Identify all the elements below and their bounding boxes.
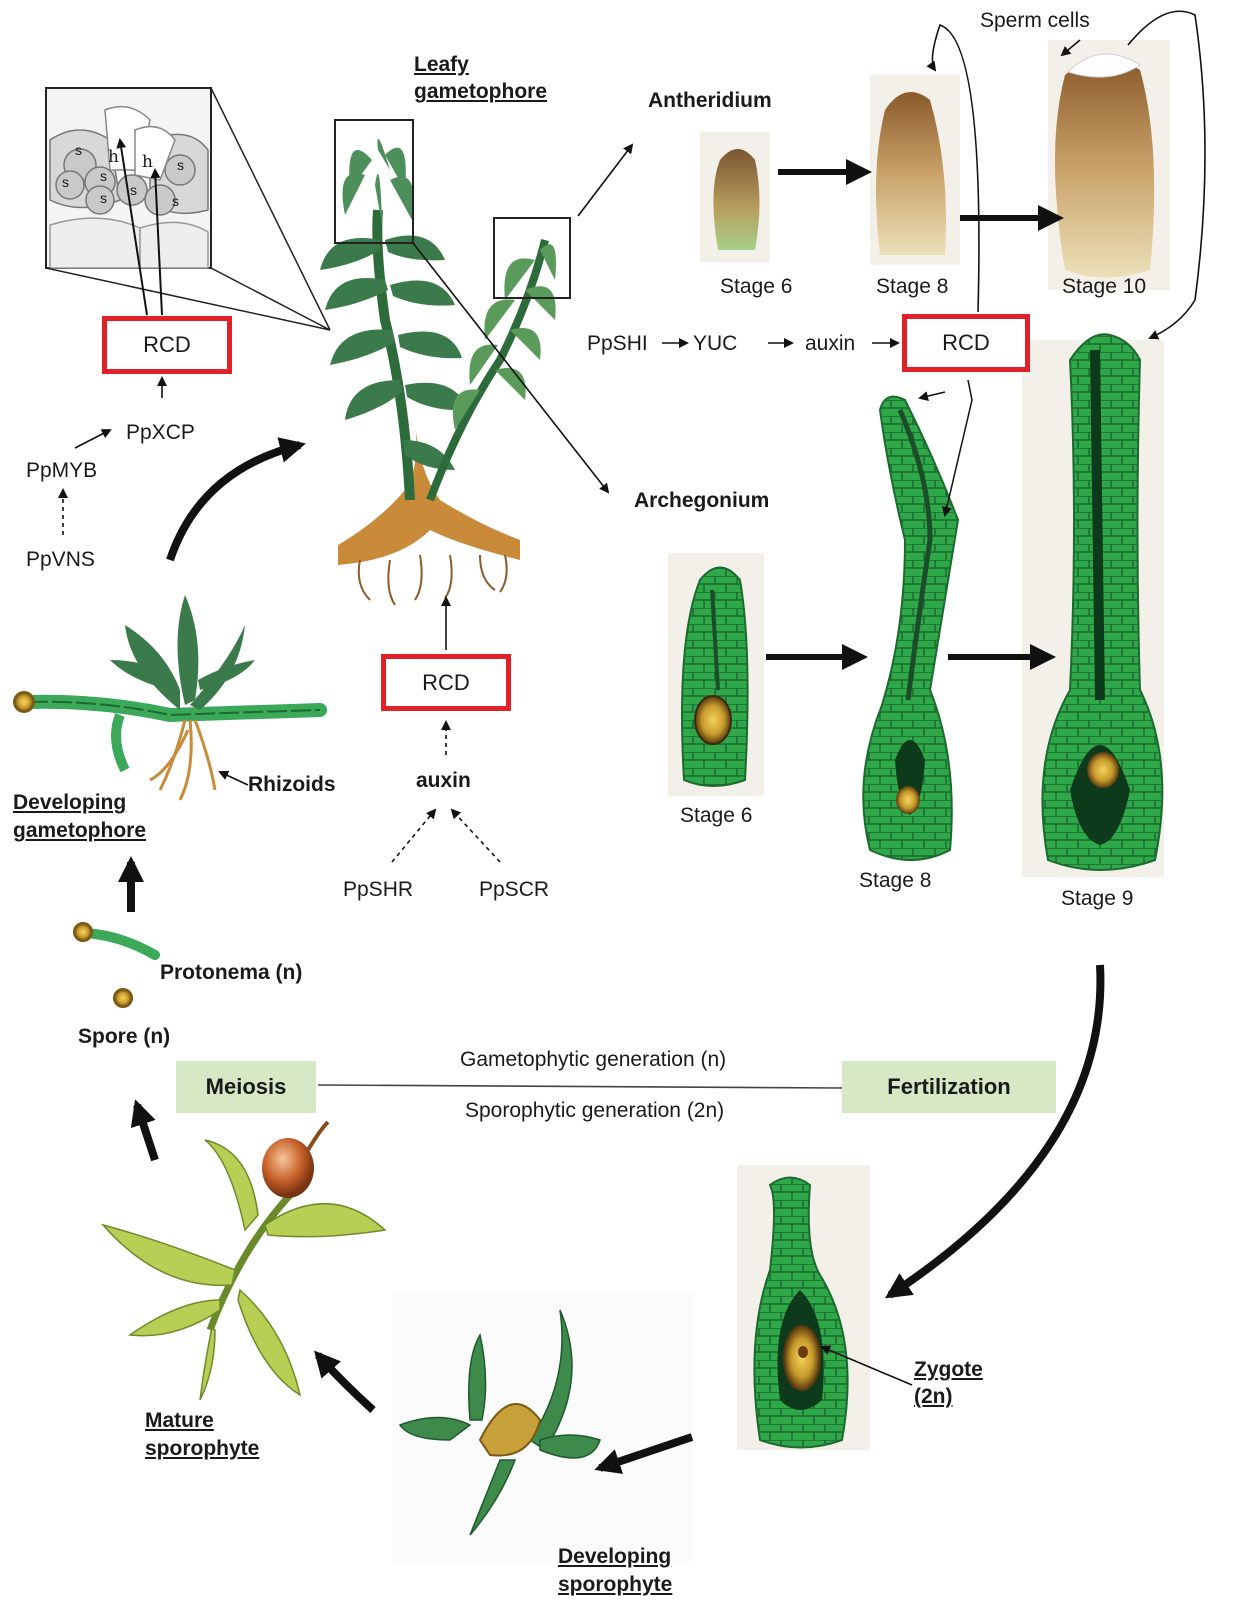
spore-label: Spore (n) [78,1024,170,1050]
antheridium-stage-8: Stage 8 [876,274,948,300]
leafy-gametophore-drawing [320,120,570,605]
antheridium-stage-6: Stage 6 [720,274,792,300]
ppvns-label: PpVNS [26,547,95,573]
developing-gametophore-label-1: Developing [13,790,126,816]
yuc-label: YUC [693,331,737,357]
ppscr-label: PpSCR [479,877,549,903]
mature-sporophyte-drawing [103,1122,385,1400]
ppshr-label: PpSHR [343,877,413,903]
zygote-label-2: (2n) [914,1384,953,1410]
mature-sporophyte-label-1: Mature [145,1408,214,1434]
antheridium-stage-10: Stage 10 [1062,274,1146,300]
cell-mark-h1: h [108,147,119,168]
auxin-label-middle: auxin [416,768,471,794]
auxin-label-right: auxin [805,331,855,357]
protonema-label: Protonema (n) [160,960,302,986]
gametophytic-generation-label: Gametophytic generation (n) [460,1047,726,1073]
archegonium-label: Archegonium [634,488,769,514]
antheridium-drawings [700,40,1170,290]
cell-mark-s1: s [75,142,82,160]
sporophytic-generation-label: Sporophytic generation (2n) [465,1098,724,1124]
archegonium-stage-9: Stage 9 [1061,886,1133,912]
leafy-gametophore-label-1: Leafy [414,52,469,78]
developing-gametophore-label-2: gametophore [13,818,146,844]
zygote-drawing [737,1165,870,1450]
developing-sporophyte-drawing [393,1292,693,1562]
archegonium-stage-6: Stage 6 [680,803,752,829]
ppshi-label: PpSHI [587,331,648,357]
sperm-cells-label: Sperm cells [980,8,1090,34]
spore-drawing [114,989,132,1007]
ppmyb-label: PpMYB [26,458,97,484]
cell-mark-s5: s [130,182,137,200]
archegonium-drawings [668,334,1164,877]
cell-mark-s2: s [62,174,69,192]
antheridium-label: Antheridium [648,88,772,114]
rcd-box-right: RCD [902,314,1030,372]
ppxcp-label: PpXCP [126,420,195,446]
rcd-box-middle: RCD [381,654,511,711]
developing-gametophore-drawing [14,595,320,800]
archegonium-stage-8: Stage 8 [859,868,931,894]
developing-sporophyte-label-2: sporophyte [558,1572,672,1598]
rcd-box-left: RCD [102,316,232,374]
leafy-gametophore-label-2: gametophore [414,79,547,105]
cell-mark-s7: s [177,157,184,175]
cell-inset [46,88,211,268]
meiosis-box: Meiosis [176,1061,316,1113]
protonema-drawing [74,923,155,955]
cell-mark-s3: s [100,168,107,186]
rhizoids-label: Rhizoids [248,772,336,798]
developing-sporophyte-label-1: Developing [558,1544,671,1570]
cell-mark-s6: s [172,193,179,211]
zygote-label-1: Zygote [914,1357,983,1383]
cell-mark-s4: s [100,190,107,208]
fertilization-box: Fertilization [842,1061,1056,1113]
cell-mark-h2: h [142,152,153,173]
mature-sporophyte-label-2: sporophyte [145,1436,259,1462]
